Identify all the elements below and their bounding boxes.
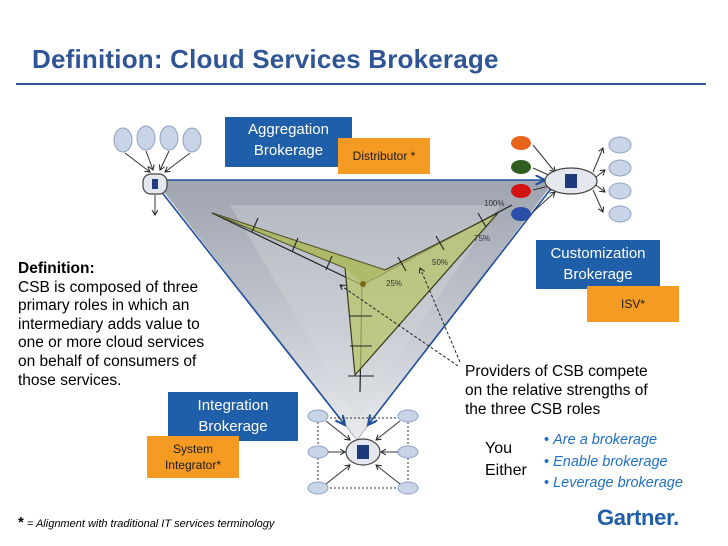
title-divider	[16, 83, 706, 85]
definition-line: intermediary adds value to	[18, 315, 200, 333]
bullet-item: • Are a brokerage	[544, 432, 658, 448]
integration-label-line1: Integration	[197, 397, 269, 414]
system-integrator-box: System Integrator*	[147, 436, 239, 478]
definition-line: primary roles in which an	[18, 297, 190, 315]
integration-label-line2: Brokerage	[198, 418, 268, 435]
you-label: You	[485, 440, 512, 457]
either-label: Either	[485, 462, 527, 479]
bullet-item: • Leverage brokerage	[544, 475, 683, 491]
definition-line: one or more cloud services	[18, 334, 205, 352]
footnote-star: *	[18, 514, 24, 531]
role-bullet-list: • Are a brokerage • Enable brokerage • L…	[544, 430, 683, 495]
customization-node	[511, 136, 632, 223]
isv-label: ISV*	[620, 297, 645, 311]
providers-line: on the relative strengths of	[465, 382, 648, 399]
system-integrator-line1: System	[172, 442, 213, 456]
customization-label-line1: Customization	[550, 245, 646, 262]
pct-100-label: 100%	[484, 199, 504, 208]
left-edge-arrow	[160, 190, 345, 425]
definition-line: on behalf of consumers of	[18, 352, 197, 370]
customization-brokerage-box: Customization Brokerage	[536, 240, 660, 289]
pct-50-label: 50%	[432, 258, 448, 267]
bullet-item: • Enable brokerage	[544, 453, 668, 470]
footnote-text: = Alignment with traditional IT services…	[23, 518, 275, 530]
isv-box: ISV*	[587, 286, 679, 322]
customization-label-line2: Brokerage	[563, 266, 633, 283]
page-title: Definition: Cloud Services Brokerage	[32, 44, 499, 74]
definition-line: CSB is composed of three	[18, 278, 199, 296]
aggregation-brokerage-box: Aggregation Brokerage	[225, 117, 352, 167]
definition-block: Definition: CSB is composed of three pri…	[18, 260, 248, 390]
footnote: * = Alignment with traditional IT servic…	[18, 514, 274, 531]
aggregation-label-line1: Aggregation	[248, 121, 329, 138]
providers-line: the three CSB roles	[465, 401, 601, 418]
aggregation-node	[113, 125, 202, 215]
definition-line: those services.	[18, 371, 122, 389]
pct-75-label: 75%	[474, 234, 490, 243]
you-either-label: You Either	[485, 438, 527, 482]
providers-line: Providers of CSB compete	[465, 363, 648, 380]
distributor-label: Distributor *	[352, 149, 416, 163]
aggregation-label-line2: Brokerage	[253, 142, 324, 159]
pct-25-label: 25%	[386, 279, 402, 288]
definition-heading: Definition:	[18, 260, 95, 277]
integration-brokerage-box: Integration Brokerage	[168, 392, 298, 441]
distributor-box: Distributor *	[338, 138, 430, 174]
providers-note: Providers of CSB compete on the relative…	[465, 362, 705, 419]
integration-node	[307, 409, 419, 495]
gartner-logo: Gartner.	[597, 505, 679, 530]
system-integrator-line2: Integrator*	[164, 458, 222, 472]
right-edge-arrow	[368, 190, 550, 425]
